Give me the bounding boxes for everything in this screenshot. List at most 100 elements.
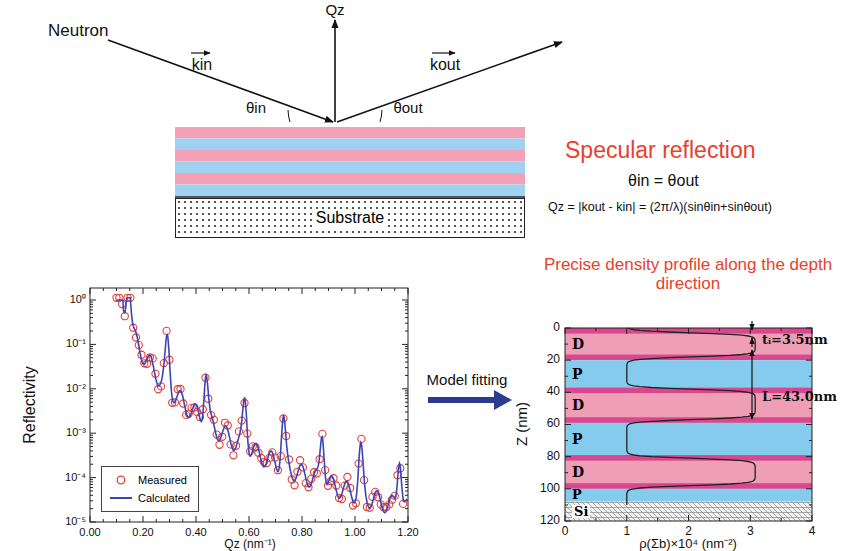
- label: kin: [192, 56, 212, 74]
- y-tick: [806, 328, 812, 329]
- minor-tick: [405, 390, 408, 391]
- minor-tick: [405, 479, 408, 480]
- minor-tick: [90, 323, 93, 324]
- box-label: Substrate: [312, 209, 388, 227]
- measured-point: [291, 482, 298, 489]
- substrate-box: Substrate: [175, 198, 525, 238]
- legend-text: Measured: [138, 474, 187, 486]
- angle-arc: [380, 110, 382, 122]
- y-tick: [565, 360, 571, 361]
- minor-tick: [90, 508, 93, 509]
- label: θin: [246, 100, 266, 117]
- minor-tick: [90, 456, 93, 457]
- label: kout: [430, 56, 460, 74]
- minor-tick: [90, 443, 93, 444]
- label: 10⁻¹: [66, 337, 86, 349]
- band-fill: [565, 423, 812, 455]
- x-tick: [394, 519, 395, 522]
- x-tick: [565, 515, 566, 521]
- layer-band: D: [566, 455, 811, 489]
- minor-tick: [405, 443, 408, 444]
- density-curve: [627, 328, 755, 505]
- band-label: P: [572, 489, 582, 502]
- y-tick: [565, 456, 571, 457]
- minor-tick: [90, 331, 93, 332]
- y-tick: [806, 520, 812, 521]
- band-fill: [565, 489, 812, 502]
- y-tick: [565, 392, 571, 393]
- label: 0: [562, 525, 569, 538]
- y-tick: [565, 504, 568, 505]
- layer-stripe: [175, 173, 525, 185]
- x-tick: [595, 328, 596, 331]
- plot-frame: [565, 328, 812, 521]
- reflected-beam: [337, 42, 562, 122]
- major-tick: [402, 344, 408, 345]
- major-tick: [402, 388, 408, 389]
- layer-band: P: [566, 489, 811, 502]
- x-tick: [103, 519, 104, 522]
- minor-tick: [405, 367, 408, 368]
- x-tick: [355, 516, 356, 522]
- x-tick: [565, 328, 566, 334]
- minor-tick: [405, 456, 408, 457]
- minor-tick: [90, 393, 93, 394]
- x-tick: [368, 519, 369, 522]
- minor-tick: [405, 440, 408, 441]
- x-tick: [750, 328, 751, 334]
- minor-tick: [405, 450, 408, 451]
- band-label: P: [572, 432, 583, 446]
- x-tick: [182, 288, 183, 291]
- measured-point: [338, 495, 345, 502]
- band-fill: [565, 455, 812, 489]
- label: 10⁻⁵: [65, 515, 86, 527]
- x-tick: [90, 288, 91, 294]
- label: 10⁰: [70, 293, 86, 305]
- x-tick: [626, 328, 627, 334]
- label: 60: [547, 417, 560, 430]
- label: 0.60: [238, 526, 259, 538]
- layer-band: P: [566, 423, 811, 455]
- label: Reflectivity: [21, 366, 39, 443]
- label: L=43.0nm: [762, 390, 837, 404]
- x-tick: [235, 519, 236, 522]
- minor-tick: [90, 375, 93, 376]
- y-tick: [565, 440, 568, 441]
- plot-frame: [90, 288, 408, 522]
- layer-stripe: [175, 150, 525, 162]
- x-tick: [169, 519, 170, 522]
- minor-tick: [90, 440, 93, 441]
- x-tick: [143, 516, 144, 522]
- major-tick: [90, 477, 96, 478]
- film-layers: [175, 127, 525, 197]
- minor-tick: [405, 317, 408, 318]
- label: Z (nm): [514, 402, 531, 446]
- minor-tick: [405, 348, 408, 349]
- label: Precise density profile along the depth …: [538, 256, 838, 293]
- minor-tick: [90, 446, 93, 447]
- y-tick: [565, 520, 571, 521]
- layer-band: D: [566, 387, 811, 422]
- minor-tick: [90, 302, 93, 303]
- minor-tick: [90, 357, 93, 358]
- label: Qz = |kout - kin| = (2π/λ)(sinθin+sinθou…: [548, 201, 772, 215]
- minor-tick: [90, 362, 93, 363]
- band-label: D: [572, 465, 584, 479]
- minor-tick: [405, 484, 408, 485]
- y-tick: [565, 376, 568, 377]
- axis-ticks: [90, 288, 408, 522]
- x-tick: [209, 288, 210, 291]
- y-tick: [565, 488, 571, 489]
- x-tick: [315, 519, 316, 522]
- label: 4: [809, 525, 816, 538]
- label: 1.20: [397, 526, 418, 538]
- minor-tick: [90, 395, 93, 396]
- x-tick: [196, 516, 197, 522]
- x-tick: [90, 516, 91, 522]
- minor-tick: [90, 306, 93, 307]
- major-tick: [90, 344, 96, 345]
- x-tick: [750, 515, 751, 521]
- x-tick: [156, 519, 157, 522]
- axis-ticks: [565, 328, 812, 521]
- layer-stripe: [175, 162, 525, 174]
